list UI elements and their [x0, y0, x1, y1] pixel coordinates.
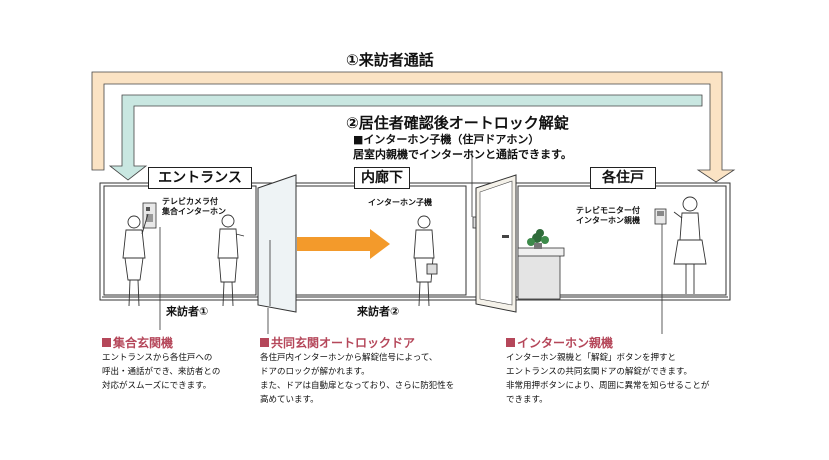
square-bullet-icon [102, 338, 111, 347]
title-auto-unlock: ②居住者確認後オートロック解錠 [346, 114, 569, 132]
room-label-corridor: 内廊下 [354, 167, 410, 189]
visitor-1-label: 来訪者① [166, 305, 209, 318]
caption-3-body: インターホン親機と「解錠」ボタンを押すと エントランスの共同玄関ドアの解錠ができ… [506, 353, 710, 405]
unit-door [475, 174, 517, 313]
plant-icon [527, 229, 549, 249]
subhead-handset: ■インターホン子機（住戸ドアホン） [353, 133, 540, 146]
visitor-1-figure [122, 213, 149, 307]
corridor-handset-label: インターホン子機 [368, 198, 432, 207]
square-bullet-icon [506, 338, 515, 347]
caption-3-heading: インターホン親機 [506, 334, 613, 351]
visitor-call-arrow [91, 71, 736, 183]
entrance-panel-label-1: テレビカメラ付 [162, 197, 218, 206]
caption-1-body: エントランスから各住戸への 呼出・通話ができ、来訪者との 対応がスムーズにできま… [102, 353, 221, 391]
unit-monitor [654, 208, 667, 225]
auto-unlock-arrow [108, 94, 703, 181]
entrance-intercom-panel [142, 202, 157, 229]
caption-2-heading: 共同玄関オートロックドア [260, 334, 415, 351]
unit-monitor-label-1: テレビモニター付 [576, 206, 640, 215]
room-label-entrance: エントランス [148, 167, 252, 189]
corridor-direction-arrow [297, 229, 390, 259]
resident-figure [673, 196, 707, 294]
visitor-2-figure [413, 215, 438, 307]
unit-monitor-label-2: インターホン親機 [576, 216, 640, 225]
entrance-panel-label-2: 集合インターホン [162, 207, 226, 216]
visitor-2-label: 来訪者② [357, 305, 400, 318]
caption-1-heading: 集合玄関機 [102, 334, 173, 351]
subhead-handset-desc: 居室内親機でインターホンと通話できます。 [353, 148, 572, 161]
auto-lock-door [257, 174, 297, 313]
square-bullet-icon [260, 338, 269, 347]
visitor-standing-figure [217, 214, 245, 307]
caption-2-body: 各住戸内インターホンから解錠信号によって、 ドアのロックが解かれます。 また、ド… [260, 353, 455, 405]
title-visitor-call: ①来訪者通話 [346, 51, 434, 69]
room-label-unit: 各住戸 [590, 167, 656, 189]
unit-counter [517, 247, 565, 300]
